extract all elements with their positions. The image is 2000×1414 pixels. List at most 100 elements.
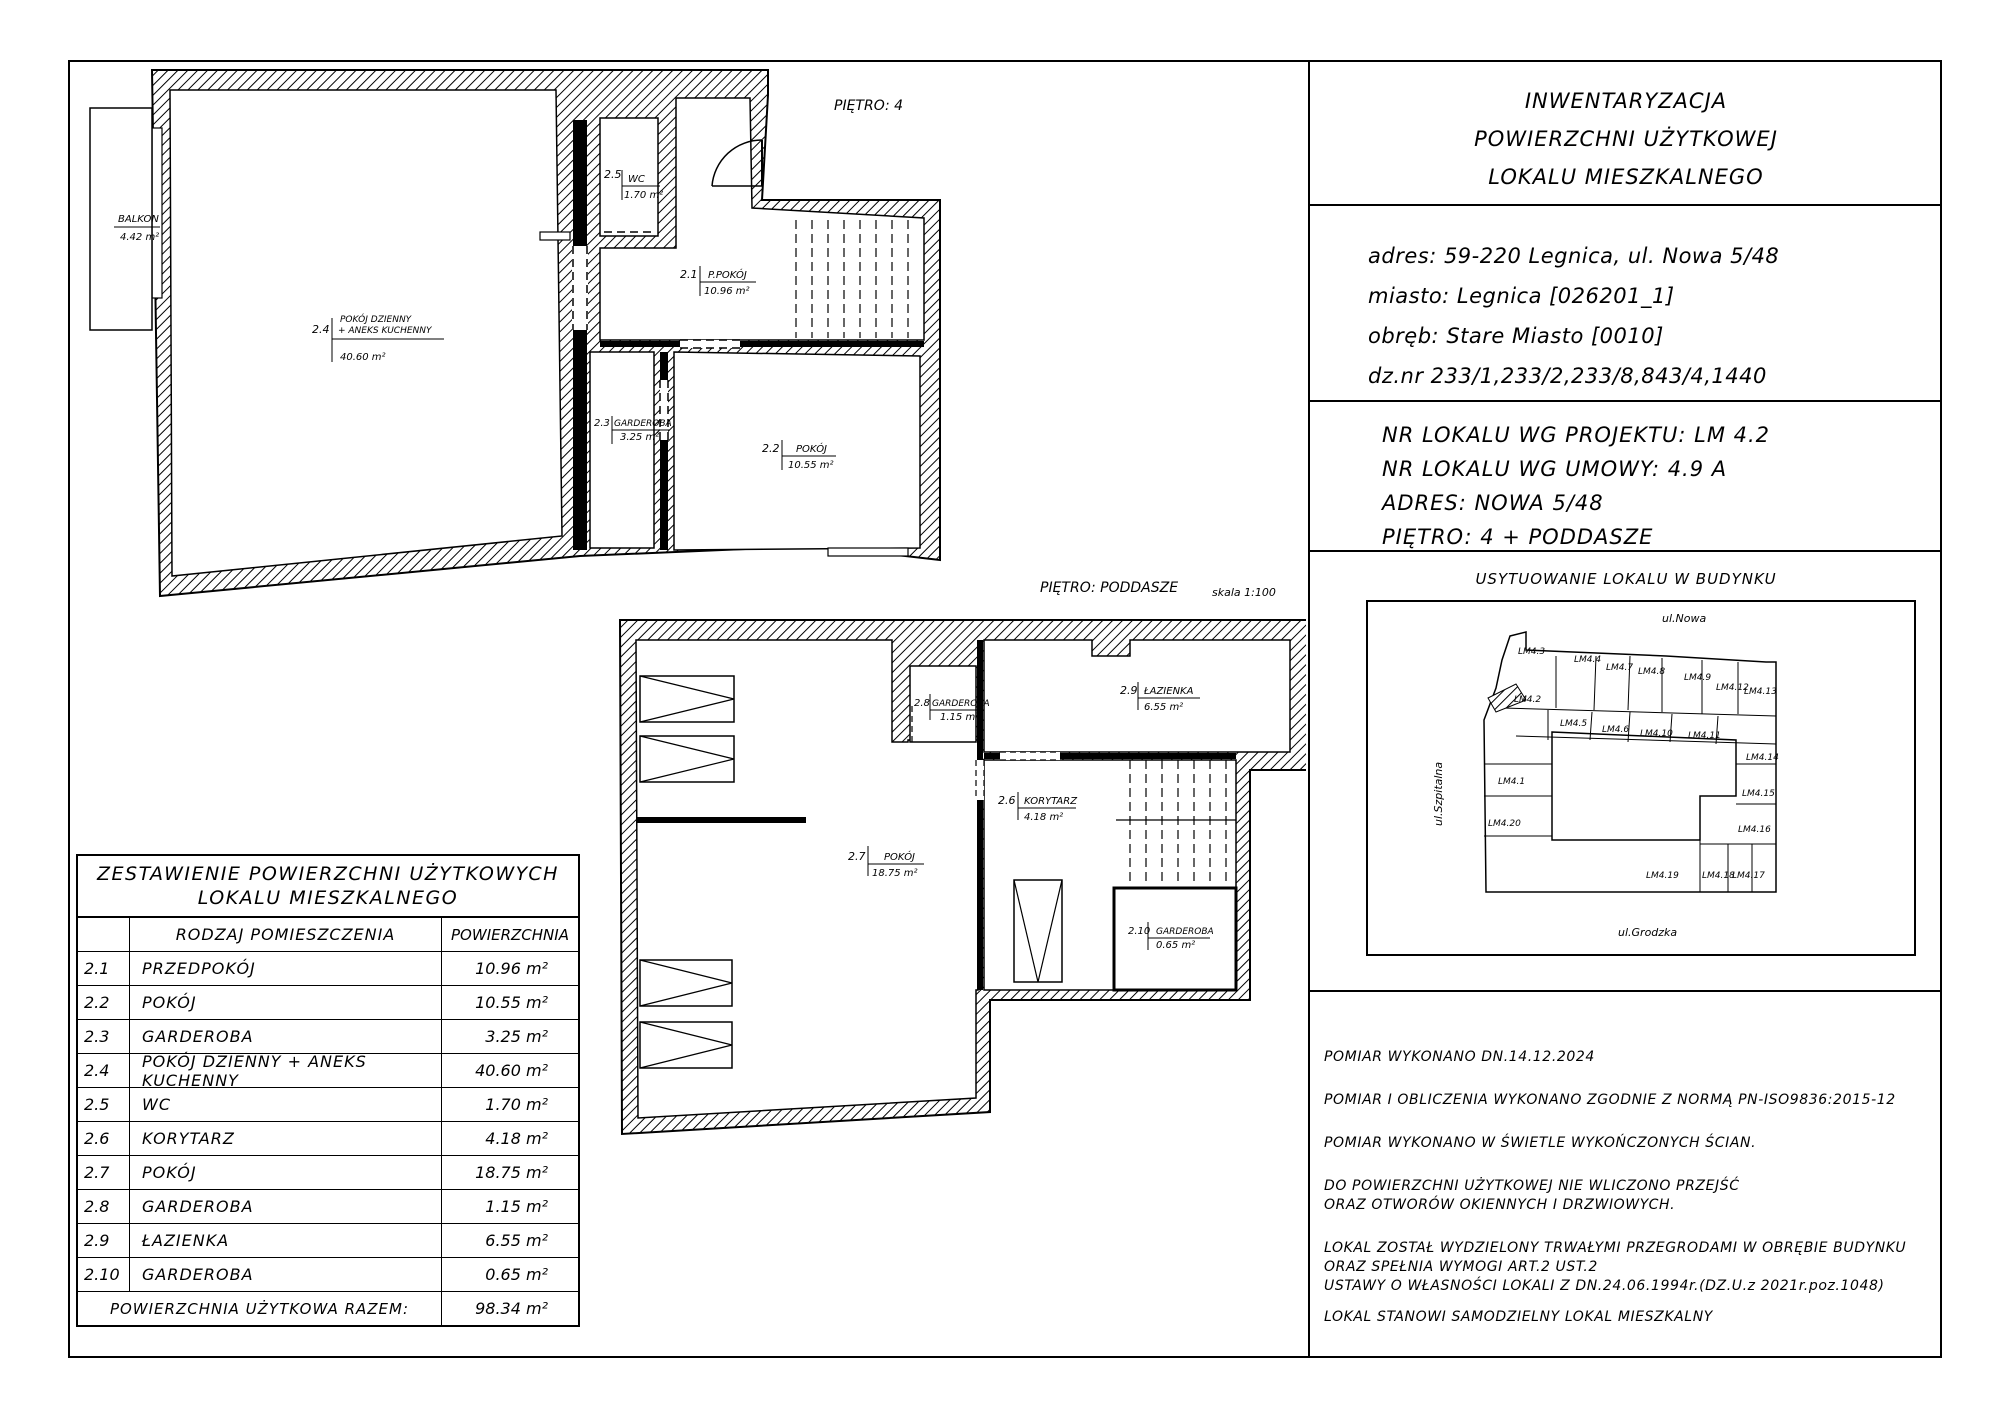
room-label-2-7: 2.7 POKÓJ 18.75 m²	[848, 846, 924, 879]
svg-text:1.15 m²: 1.15 m²	[940, 712, 979, 723]
svg-text:0.65 m²: 0.65 m²	[1156, 940, 1195, 951]
svg-text:2.6: 2.6	[998, 794, 1016, 807]
unit-label: LM4.15	[1742, 789, 1775, 799]
svg-text:2.3: 2.3	[594, 418, 610, 429]
svg-text:2.1: 2.1	[680, 268, 698, 281]
address-line: adres: 59-220 Legnica, ul. Nowa 5/48	[1368, 244, 1780, 268]
attic-label: PIĘTRO: PODDASZE	[1040, 580, 1178, 596]
precinct-line: obręb: Stare Miasto [0010]	[1368, 324, 1664, 348]
unit-label: LM4.8	[1638, 667, 1665, 677]
unit-label: LM4.12	[1716, 683, 1749, 693]
room-label-2-10: 2.10 GARDEROBA 0.65 m²	[1128, 922, 1214, 951]
svg-text:2.10: 2.10	[1128, 926, 1150, 937]
svg-text:GARDEROBA: GARDEROBA	[614, 419, 672, 429]
room-label-2-8: 2.8 GARDEROBA 1.15 m²	[914, 694, 990, 723]
room-label-2-4: 2.4 POKÓJ DZIENNY + ANEKS KUCHENNY 40.60…	[312, 313, 444, 363]
notes-block: POMIAR WYKONANO DN.14.12.2024 POMIAR I O…	[1310, 992, 1942, 1356]
table-title: ZESTAWIENIE POWIERZCHNI UŻYTKOWYCH LOKAL…	[78, 856, 578, 918]
unit-label: LM4.14	[1746, 753, 1779, 763]
floor4-plan	[89, 69, 941, 598]
svg-text:18.75 m²: 18.75 m²	[872, 868, 918, 879]
unit-label: LM4.3	[1518, 647, 1545, 657]
unit-label: LM4.19	[1646, 871, 1679, 881]
svg-text:10.55 m²: 10.55 m²	[788, 460, 834, 471]
unit-label: LM4.1	[1498, 777, 1525, 787]
note-independent: LOKAL STANOWI SAMODZIELNY LOKAL MIESZKAL…	[1324, 1309, 1713, 1325]
svg-text:+ ANEKS KUCHENNY: + ANEKS KUCHENNY	[338, 326, 433, 336]
room-label-2-3: 2.3 GARDEROBA 3.25 m²	[594, 416, 672, 444]
table-total-row: POWIERZCHNIA UŻYTKOWA RAZEM: 98.34 m²	[78, 1292, 578, 1325]
drawing-frame	[68, 60, 1942, 1358]
parcel-line: dz.nr 233/1,233/2,233/8,843/4,1440	[1368, 364, 1767, 388]
svg-text:10.96 m²: 10.96 m²	[704, 286, 750, 297]
col-header-area: POWIERZCHNIA	[451, 925, 569, 944]
summary-table: ZESTAWIENIE POWIERZCHNI UŻYTKOWYCH LOKAL…	[76, 854, 580, 1327]
unit-label: LM4.17	[1732, 871, 1765, 881]
unit-label: LM4.5	[1560, 719, 1587, 729]
col-header-name: RODZAJ POMIESZCZENIA	[130, 918, 442, 951]
site-map: ul.Nowa ul.Grodzka ul.Szpitalna LM4.3 LM…	[1366, 600, 1916, 956]
unit-label: LM4.4	[1574, 655, 1601, 665]
svg-text:POKÓJ: POKÓJ	[884, 850, 915, 863]
svg-text:WC: WC	[628, 174, 645, 185]
svg-text:2.4: 2.4	[312, 323, 330, 336]
svg-text:POKÓJ: POKÓJ	[796, 442, 827, 455]
unit-label: LM4.18	[1702, 871, 1735, 881]
attic-plan	[618, 619, 1306, 1136]
total-label: POWIERZCHNIA UŻYTKOWA RAZEM:	[78, 1292, 442, 1325]
address-block: adres: 59-220 Legnica, ul. Nowa 5/48 mia…	[1310, 206, 1942, 402]
unit-label: LM4.9	[1684, 673, 1711, 683]
note-legal: LOKAL ZOSTAŁ WYDZIELONY TRWAŁYMI PRZEGRO…	[1324, 1240, 1907, 1294]
svg-text:2.5: 2.5	[604, 168, 622, 181]
unit-label: LM4.6	[1602, 725, 1629, 735]
total-area: 98.34 m²	[475, 1299, 548, 1318]
svg-text:6.55 m²: 6.55 m²	[1144, 702, 1183, 713]
street-south: ul.Grodzka	[1618, 926, 1677, 939]
room-label-2-5: 2.5 WC 1.70 m²	[604, 168, 663, 201]
svg-text:GARDEROBA: GARDEROBA	[932, 699, 990, 709]
document-title: INWENTARYZACJA POWIERZCHNI UŻYTKOWEJ LOK…	[1310, 60, 1942, 206]
site-map-block: USYTUOWANIE LOKALU W BUDYNKU	[1310, 552, 1942, 992]
svg-text:3.25 m²: 3.25 m²	[620, 432, 659, 443]
svg-text:4.42 m²: 4.42 m²	[120, 232, 159, 243]
svg-text:2.8: 2.8	[914, 698, 930, 709]
room-label-2-2: 2.2 POKÓJ 10.55 m²	[762, 440, 836, 471]
street-north: ul.Nowa	[1662, 612, 1706, 625]
svg-text:POKÓJ DZIENNY: POKÓJ DZIENNY	[340, 313, 413, 325]
svg-text:P.POKÓJ: P.POKÓJ	[708, 268, 747, 281]
unit-label: LM4.13	[1744, 687, 1777, 697]
balcony-label: BALKON 4.42 m²	[114, 214, 160, 243]
svg-text:40.60 m²: 40.60 m²	[340, 352, 386, 363]
svg-text:2.7: 2.7	[848, 850, 866, 863]
note-measure: POMIAR WYKONANO W ŚWIETLE WYKOŃCZONYCH Ś…	[1324, 1135, 1757, 1151]
floor-plans: PIĘTRO: 4 PIĘTRO: PODDASZE skala 1:100 B…	[89, 69, 1306, 1136]
note-standard: POMIAR I OBLICZENIA WYKONANO ZGODNIE Z N…	[1324, 1092, 1896, 1108]
room-label-2-9: 2.9 ŁAZIENKA 6.55 m²	[1120, 682, 1200, 713]
unit-label: LM4.7	[1606, 663, 1633, 673]
unit-label: LM4.20	[1488, 819, 1521, 829]
unit-label: LM4.11	[1688, 731, 1721, 741]
svg-text:BALKON: BALKON	[118, 214, 159, 225]
note-date: POMIAR WYKONANO DN.14.12.2024	[1324, 1049, 1595, 1065]
svg-text:KORYTARZ: KORYTARZ	[1024, 796, 1078, 807]
room-label-2-6: 2.6 KORYTARZ 4.18 m²	[998, 792, 1078, 823]
svg-text:1.70 m²: 1.70 m²	[624, 190, 663, 201]
svg-text:2.2: 2.2	[762, 442, 780, 455]
unit-label: LM4.2	[1514, 695, 1541, 705]
title-block-panel: INWENTARYZACJA POWIERZCHNI UŻYTKOWEJ LOK…	[1308, 60, 1942, 1358]
note-exclusions: DO POWIERZCHNI UŻYTKOWEJ NIE WLICZONO PR…	[1324, 1178, 1740, 1213]
svg-text:4.18 m²: 4.18 m²	[1024, 812, 1063, 823]
svg-text:GARDEROBA: GARDEROBA	[1156, 927, 1214, 937]
unit-label: LM4.10	[1640, 729, 1673, 739]
unit-label: LM4.16	[1738, 825, 1771, 835]
